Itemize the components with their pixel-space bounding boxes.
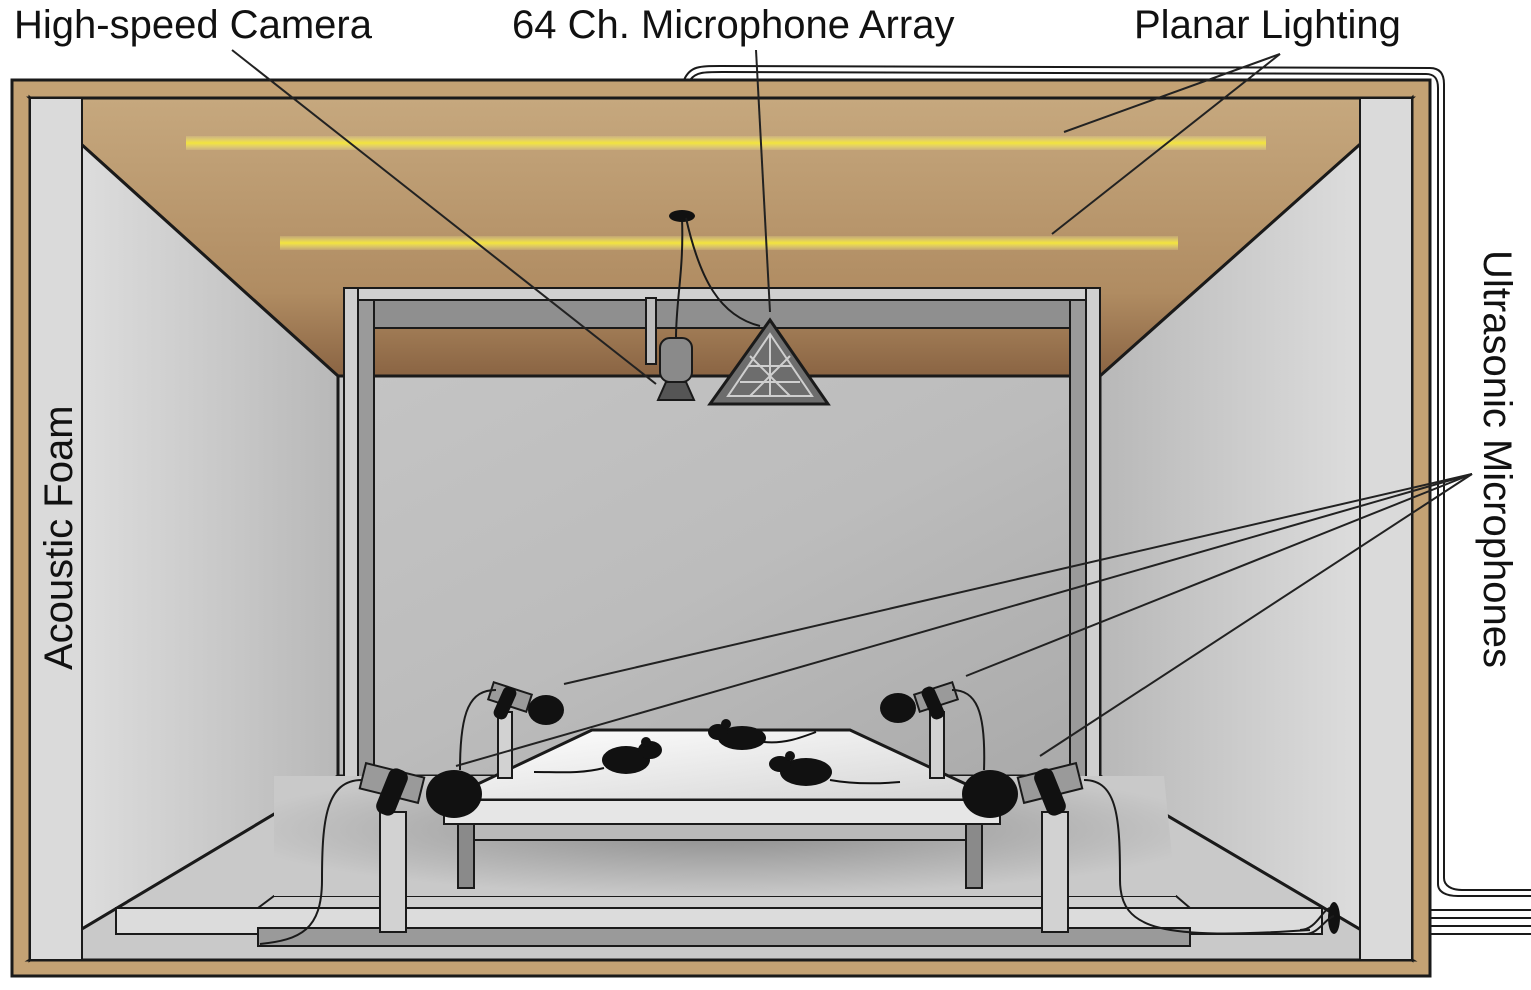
label-ultrasonic-microphones: Ultrasonic Microphones [1475,250,1519,668]
cable-bundle-right [1430,910,1531,934]
label-acoustic-foam: Acoustic Foam [37,405,81,670]
light-strip-2 [280,236,1178,250]
label-high-speed-camera: High-speed Camera [14,3,373,47]
light-strip-1 [186,136,1266,150]
ceiling-mount [669,210,695,222]
label-microphone-array: 64 Ch. Microphone Array [512,3,954,47]
label-planar-lighting: Planar Lighting [1134,3,1401,47]
back-wall [338,376,1100,776]
